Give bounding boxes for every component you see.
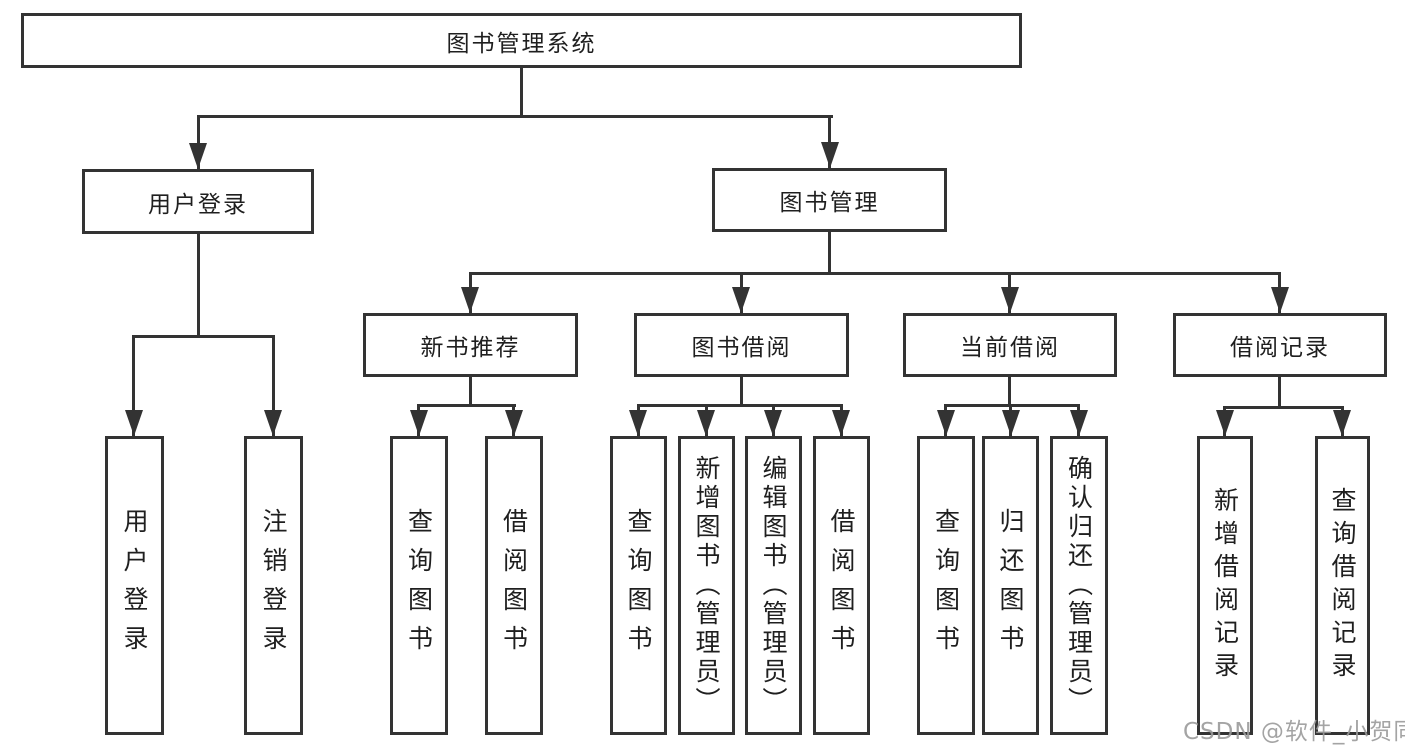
connector-line: [828, 115, 831, 168]
arrow-down-icon: [1216, 410, 1234, 436]
arrow-down-icon: [505, 410, 523, 436]
arrow-down-icon: [832, 410, 850, 436]
leaf-query-books-recommend: 查询图书: [390, 436, 448, 735]
node-borrowing-records: 借阅记录: [1173, 313, 1387, 377]
leaf-query-books-borrowing: 查询图书: [610, 436, 667, 735]
arrow-down-icon: [1333, 410, 1351, 436]
node-user-login: 用户登录: [82, 169, 314, 234]
leaf-add-books-admin: 新增图书（管理员）: [678, 436, 735, 735]
arrow-down-icon: [629, 410, 647, 436]
connector-line: [469, 272, 1281, 275]
arrow-down-icon: [264, 410, 282, 436]
arrow-down-icon: [821, 142, 839, 168]
arrow-down-icon: [1002, 410, 1020, 436]
arrow-down-icon: [189, 143, 207, 169]
arrow-down-icon: [697, 410, 715, 436]
leaf-confirm-return-admin: 确认归还（管理员）: [1050, 436, 1108, 735]
arrow-down-icon: [125, 410, 143, 436]
connector-line: [1223, 406, 1344, 409]
connector-line: [417, 404, 516, 407]
connector-line: [944, 404, 1080, 407]
leaf-borrow-books: 借阅图书: [813, 436, 870, 735]
connector-line: [197, 115, 200, 169]
leaf-query-borrow-record: 查询借阅记录: [1315, 436, 1370, 735]
leaf-add-borrow-record: 新增借阅记录: [1197, 436, 1253, 735]
arrow-down-icon: [1001, 287, 1019, 313]
connector-line: [1278, 377, 1281, 408]
leaf-return-books: 归还图书: [982, 436, 1039, 735]
connector-line: [132, 335, 135, 436]
arrow-down-icon: [937, 410, 955, 436]
arrow-down-icon: [1070, 410, 1088, 436]
arrow-down-icon: [410, 410, 428, 436]
node-library-management-system: 图书管理系统: [21, 13, 1022, 68]
leaf-user-login: 用户登录: [105, 436, 164, 735]
connector-line: [272, 335, 275, 436]
connector-line: [132, 335, 275, 338]
leaf-query-books-current: 查询图书: [917, 436, 975, 735]
node-current-borrowing: 当前借阅: [903, 313, 1117, 377]
leaf-logout: 注销登录: [244, 436, 303, 735]
connector-line: [520, 68, 523, 118]
arrow-down-icon: [1271, 287, 1289, 313]
arrow-down-icon: [461, 287, 479, 313]
connector-line: [828, 232, 831, 275]
node-book-management: 图书管理: [712, 168, 947, 232]
arrow-down-icon: [732, 287, 750, 313]
connector-line: [197, 234, 200, 335]
connector-line: [197, 115, 833, 118]
arrow-down-icon: [764, 410, 782, 436]
connector-line: [1008, 377, 1011, 406]
node-new-book-recommendation: 新书推荐: [363, 313, 578, 377]
watermark: CSDN @软件_小贺同学: [1183, 719, 1405, 745]
connector-line: [740, 377, 743, 406]
connector-line: [469, 377, 472, 406]
leaf-borrow-books-recommend: 借阅图书: [485, 436, 543, 735]
connector-line: [637, 404, 843, 407]
leaf-edit-books-admin: 编辑图书（管理员）: [745, 436, 802, 735]
node-book-borrowing: 图书借阅: [634, 313, 849, 377]
